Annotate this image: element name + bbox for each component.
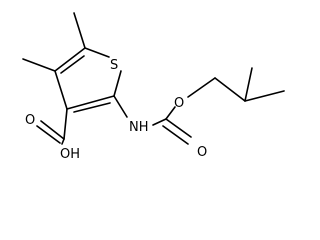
molecule-drawing: S O OH NH O O: [22, 12, 285, 162]
bond-c3-carboxyl: [63, 108, 68, 140]
bond-carboxyl-oh: [61, 138, 65, 145]
bond-carboxyl-o-double-b: [36, 125, 61, 144]
bond-s-c2: [113, 70, 122, 97]
bond-carboxyl-o-double-a: [40, 120, 65, 140]
sulfur-atom-label: S: [110, 58, 118, 73]
bond-c5-c4-outer: [54, 47, 86, 72]
acid-carbonyl-oxygen-label: O: [25, 113, 35, 128]
bond-carbonyl-o-double-b: [162, 125, 189, 145]
structure-canvas: S O OH NH O O: [22, 12, 285, 162]
bond-ester-o-ch2: [187, 77, 216, 98]
bond-c5-c4-inner: [60, 55, 85, 74]
bond-c2-c3-inner: [73, 102, 111, 113]
ester-oxygen-label: O: [174, 96, 184, 111]
hydroxyl-label: OH: [60, 147, 80, 162]
bond-c2-nh: [113, 95, 128, 118]
bond-c4-methyl: [22, 58, 56, 72]
bond-ch-methyl-a: [244, 67, 253, 102]
bond-c5-methyl: [73, 12, 86, 49]
bond-c2-c3-outer: [66, 95, 115, 110]
bond-carbonyl-ester-o: [165, 106, 176, 120]
nh-atom-label: NH: [129, 120, 149, 135]
carbamate-carbonyl-oxygen-label: O: [197, 145, 207, 160]
bond-ch-methyl-b: [244, 90, 285, 102]
bond-carbonyl-o-double-a: [165, 118, 192, 138]
bond-c5-s: [84, 47, 110, 58]
bond-nh-carbonyl: [152, 118, 167, 126]
bond-ch2-ch: [214, 77, 246, 102]
bond-c4-c3: [54, 70, 68, 110]
